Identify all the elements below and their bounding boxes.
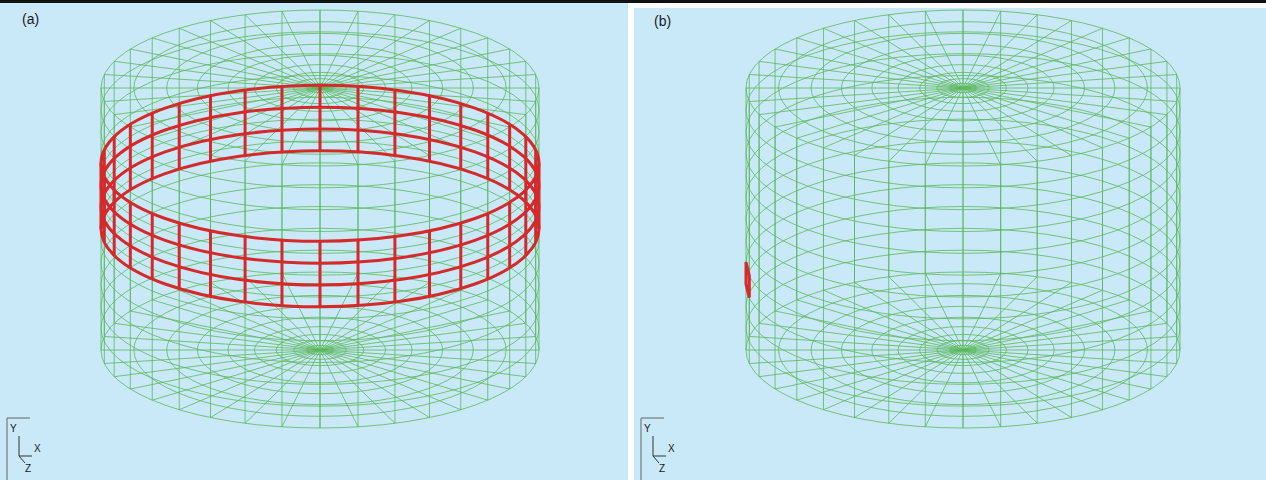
panel-ground [634, 8, 1266, 480]
axis-triad [7, 418, 32, 480]
selected-band [101, 85, 539, 307]
panel-label: (a) [22, 12, 39, 26]
axis-label: Z [659, 464, 665, 474]
top-rule [0, 0, 1266, 3]
cylinder-mesh [101, 10, 539, 428]
axis-label: X [34, 444, 41, 454]
panel-label: (b) [654, 14, 671, 28]
panel-ground [0, 0, 628, 480]
selected-element [746, 262, 749, 298]
axis-label: Y [10, 424, 17, 434]
axis-label: X [668, 444, 675, 454]
axis-label: Y [644, 424, 651, 434]
cylinder-mesh [746, 10, 1180, 428]
axis-triad [641, 418, 666, 480]
axis-label: Z [25, 464, 31, 474]
